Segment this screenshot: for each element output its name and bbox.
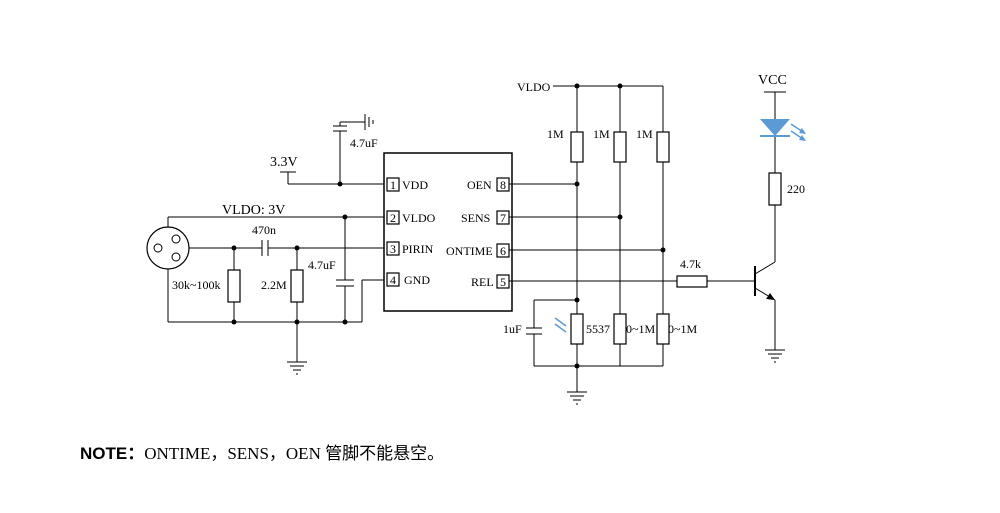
- pin-4-name: GND: [404, 273, 430, 287]
- pin-6-number: 6: [500, 244, 506, 258]
- pin-4-number: 4: [390, 273, 396, 287]
- pin-7-number: 7: [500, 211, 506, 225]
- label-c-in: 470n: [252, 223, 276, 237]
- note: NOTE：ONTIME，SENS，OEN 管脚不能悬空。: [80, 439, 444, 464]
- label-vldo: VLDO: [517, 80, 551, 94]
- vldo-rail: VLDO: 3V 4.7uF: [167, 203, 384, 322]
- label-c-ldr: 1uF: [503, 322, 522, 336]
- pir-sensor: 30k~100k: [146, 226, 262, 322]
- pir-ic: 1 VDD 2 VLDO 3 PIRIN 4 GND 8 OEN 7 SENS …: [383, 152, 513, 312]
- pin-1-number: 1: [390, 178, 396, 192]
- label-r-pir: 30k~100k: [172, 278, 221, 292]
- label-r-pull-2: 1M: [593, 127, 610, 141]
- pin-8-number: 8: [500, 178, 506, 192]
- label-r-base: 4.7k: [680, 257, 701, 271]
- input-network: 470n 2.2M: [168, 223, 384, 375]
- label-r-ontime: 0~1M: [668, 322, 697, 336]
- label-vldo-3v: VLDO: 3V: [222, 203, 285, 218]
- label-vcc: VCC: [758, 73, 787, 88]
- pin-2-number: 2: [390, 211, 396, 225]
- pin-1-name: VDD: [402, 178, 428, 192]
- pin-5-name: REL: [471, 275, 494, 289]
- note-label: NOTE：: [80, 444, 145, 463]
- label-3v3: 3.3V: [270, 155, 298, 170]
- note-text: ONTIME，SENS，OEN 管脚不能悬空。: [144, 444, 445, 463]
- pin-5-number: 5: [500, 275, 506, 289]
- vdd-supply: 3.3V 4.7uF: [270, 114, 384, 187]
- label-r-pull-1: 1M: [547, 127, 564, 141]
- pin-7-name: SENS: [461, 211, 490, 225]
- label-r-pull-3: 1M: [636, 127, 653, 141]
- pin-2-name: VLDO: [402, 211, 436, 225]
- label-r-sens: 0~1M: [626, 322, 655, 336]
- pin-3-name: PIRIN: [402, 242, 434, 256]
- pin-8-name: OEN: [467, 178, 492, 192]
- output-stage: 4.7k 220 VCC: [676, 73, 806, 363]
- label-ldr: 5537: [586, 322, 610, 336]
- label-r-led: 220: [787, 182, 805, 196]
- label-r-in: 2.2M: [261, 278, 287, 292]
- label-c-vdd: 4.7uF: [350, 136, 378, 150]
- label-c-ldo: 4.7uF: [308, 258, 336, 272]
- pin-3-number: 3: [390, 242, 396, 256]
- pin-6-name: ONTIME: [446, 244, 493, 258]
- config-network: VLDO 1M 1M 1M 1uF 5537: [503, 80, 697, 405]
